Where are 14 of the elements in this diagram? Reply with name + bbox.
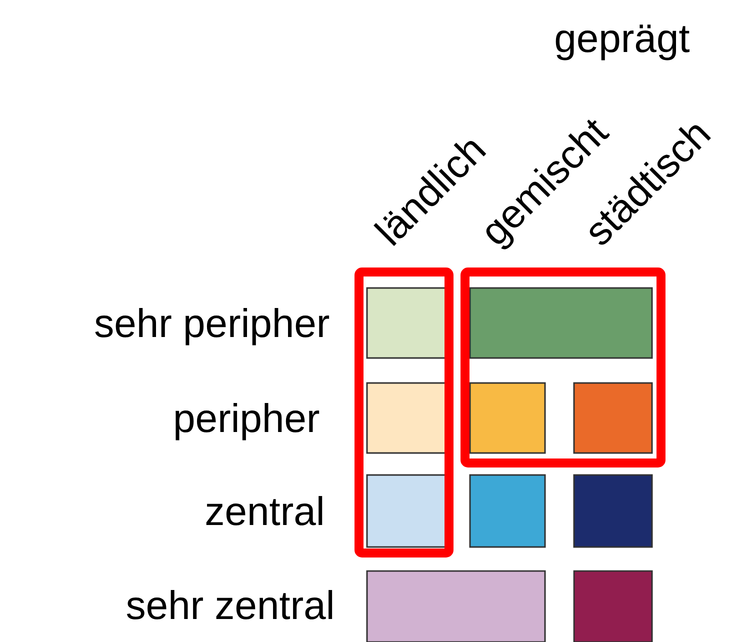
row-label: sehr zentral [126, 590, 332, 620]
row-label: peripher [176, 403, 320, 440]
color-swatch [469, 287, 653, 359]
highlight-frame [354, 268, 454, 558]
row-label: sehr peripher [95, 308, 330, 346]
color-swatch [573, 382, 653, 454]
color-swatch [573, 474, 653, 548]
highlight-frame [460, 268, 666, 468]
color-swatch [469, 474, 546, 548]
axis-title: geprägt [556, 24, 690, 60]
color-swatch [366, 570, 546, 642]
color-swatch [573, 570, 653, 642]
row-label: zentral [206, 496, 322, 526]
color-swatch [469, 382, 546, 454]
